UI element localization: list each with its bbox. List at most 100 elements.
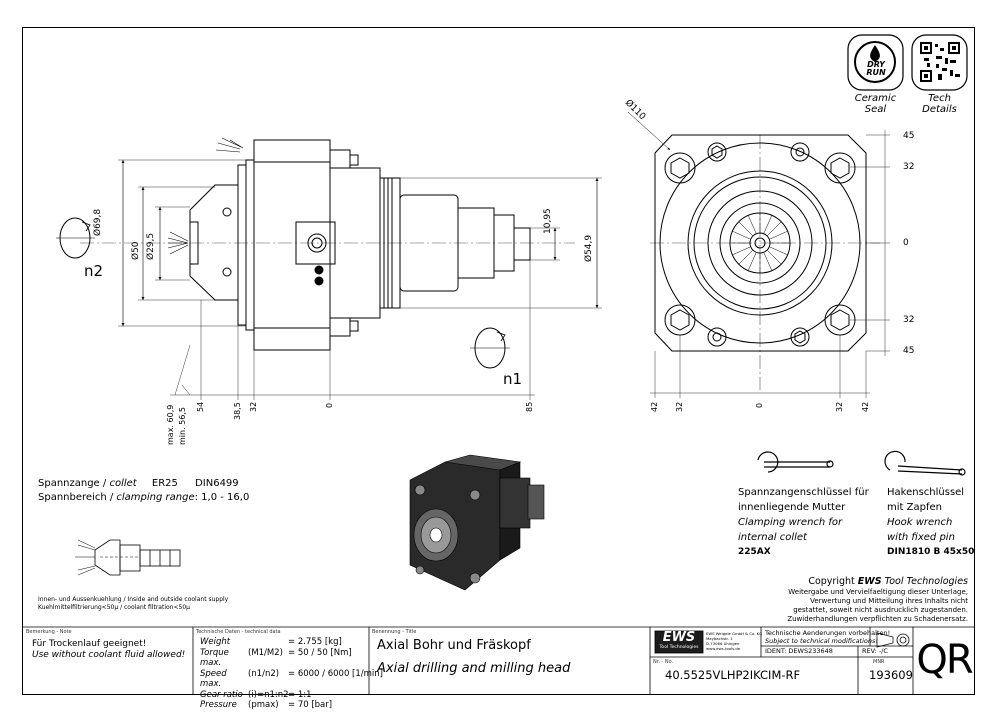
drawing-frame xyxy=(22,27,975,695)
copyright-lines: Weitergabe und Vervielfaeltigung dieser … xyxy=(760,588,968,624)
coolant-note-1: Innen- und Aussenkuehlung / Inside and o… xyxy=(38,596,229,603)
hook-wrench-icon xyxy=(884,450,966,476)
dim-right-45-bottom: 45 xyxy=(903,346,915,356)
change-note: Technische Aenderungen vorbehalten! Subj… xyxy=(765,629,890,645)
dim-bottom-385: 38,5 xyxy=(233,402,242,420)
tech-row-speed: Speed max.(n1/n2)= 6000 / 6000 [1/min] xyxy=(200,668,383,690)
qr-mark: QR xyxy=(916,637,973,683)
tech-row-weight: Weight= 2.755 [kg] xyxy=(200,637,342,647)
tech-data-table: Weight= 2.755 [kg] Torque max.(M1/M2)= 5… xyxy=(200,637,383,711)
dim-bottom-min: min. 56,5 xyxy=(178,407,187,445)
ews-logo-text: EWS xyxy=(662,630,696,645)
copyright-line-1: Weitergabe und Vervielfaeltigung dieser … xyxy=(788,588,968,596)
copyright-rest: Tool Technologies xyxy=(881,576,968,587)
ident-row: IDENT: DEWS233648 xyxy=(765,647,833,655)
dim-d50: Ø50 xyxy=(131,241,141,260)
tech-details-label-2: Details xyxy=(922,104,957,115)
iso-view xyxy=(409,454,545,591)
dim-d698: Ø69,8 xyxy=(93,208,103,236)
ceramic-seal-label-2: Seal xyxy=(864,104,887,115)
tech-data-label: Technische Daten - technical data xyxy=(196,629,281,635)
remark-de: Für Trockenlauf geeignet! xyxy=(32,639,147,649)
collet-line: Spannzange / collet ER25 DIN6499 xyxy=(38,477,249,491)
tech-details-label: Tech Details xyxy=(912,93,967,115)
dim-front-bottom-0: 0 xyxy=(755,402,764,408)
company-address: EWS Weigele GmbH & Co. KG Maybachstr. 1 … xyxy=(706,631,762,651)
collet-slots xyxy=(730,213,790,273)
dim-bottom-0: 0 xyxy=(325,402,334,408)
collet-info: Spannzange / collet ER25 DIN6499 Spannbe… xyxy=(38,477,249,505)
dim-bottom-54: 54 xyxy=(196,401,205,412)
copyright-block: Copyright EWS Tool Technologies Weiterga… xyxy=(760,576,968,624)
company-line-4: www.ews-tools.de xyxy=(706,646,741,651)
front-view xyxy=(627,111,890,398)
wrench1-de2: innenliegende Mutter xyxy=(738,502,846,513)
wrench2-de2: mit Zapfen xyxy=(887,502,942,513)
wrench1-en1: Clamping wrench for xyxy=(738,517,843,528)
collet-value: ER25 xyxy=(151,478,178,489)
wrench1-code: 225AX xyxy=(738,547,771,557)
dim-1095: 10,95 xyxy=(543,208,553,234)
collet-label-en: collet xyxy=(109,478,137,489)
dim-right-32-bottom: 32 xyxy=(903,315,915,325)
collet-label-de: Spannzange / xyxy=(38,478,107,489)
copyright-brand: EWS xyxy=(857,576,882,587)
dim-right-32-top: 32 xyxy=(903,162,915,172)
clamping-range-label-en: clamping range xyxy=(116,492,195,503)
ceramic-seal-label-1: Ceramic xyxy=(854,93,897,104)
clamping-wrench-icon xyxy=(757,451,834,473)
copyright-line-4: Zuwiderhandlungen verpflichten zu Schade… xyxy=(787,615,968,623)
dim-bottom-32: 32 xyxy=(249,401,258,412)
wrench2-en1: Hook wrench xyxy=(887,517,953,528)
dim-front-bottom-42-right: 42 xyxy=(861,401,870,412)
dry-run-icon xyxy=(847,34,904,91)
clamping-range-line: Spannbereich / clamping range: 1,0 - 16,… xyxy=(38,491,249,505)
clamping-range-label-de: Spannbereich / xyxy=(38,492,114,503)
dim-front-bottom-42-left: 42 xyxy=(650,401,659,412)
tech-details-label-1: Tech xyxy=(928,93,951,104)
dry-run-text-1: DRY xyxy=(867,60,885,69)
dry-run-text-2: RUN xyxy=(866,68,886,77)
dim-front-bottom-32-right: 32 xyxy=(835,401,844,412)
tech-row-gear: Gear ratio(i)=n1:n2= 1:1 xyxy=(200,689,312,700)
copyright-line-3: gestattet, soweit nicht ausdrucklich zug… xyxy=(793,606,968,614)
company-line-2: Maybachstr. 1 xyxy=(706,636,733,641)
ews-logo-sub: Tool Technologies xyxy=(659,645,699,650)
wrench1-de1: Spannzangenschlüssel für xyxy=(738,487,869,498)
copyright-title: Copyright EWS Tool Technologies xyxy=(760,576,968,588)
dim-right-0: 0 xyxy=(903,238,909,248)
rotation-label-n1: n1 xyxy=(503,370,523,388)
side-view xyxy=(56,137,602,400)
tech-details-badge[interactable] xyxy=(912,35,967,90)
dim-bottom-85: 85 xyxy=(525,401,534,412)
clamping-range-value: : 1,0 - 16,0 xyxy=(194,492,250,503)
mnr-value: 193609 xyxy=(869,668,913,682)
rev-value: -/C xyxy=(878,647,888,655)
dim-d295: Ø29,5 xyxy=(146,232,156,260)
rotation-label-n2: n2 xyxy=(84,262,104,280)
wrench1-en2: internal collet xyxy=(738,532,807,543)
coolant-sketch xyxy=(75,539,181,576)
clamping-wrench-info: Spannzangenschlüssel für innenliegende M… xyxy=(738,485,869,560)
wrench2-code: DIN1810 B 45x50 xyxy=(887,547,975,557)
title-en: Axial drilling and milling head xyxy=(377,661,571,676)
ident-label: IDENT: xyxy=(765,647,787,655)
company-line-3: D-73066 Uhingen xyxy=(706,641,740,646)
nr-label: Nr. - No. xyxy=(653,659,674,665)
dim-front-bottom-32-left: 32 xyxy=(675,401,684,412)
ews-logo: EWS Tool Technologies xyxy=(655,630,703,652)
copyright-line-2: Verwertung und Mitteilung ihres Inhalts … xyxy=(810,597,968,605)
qr-code-icon xyxy=(911,34,968,91)
wrench2-en2: with fixed pin xyxy=(887,532,955,543)
ident-value: DEWS233648 xyxy=(788,647,833,655)
collet-standard: DIN6499 xyxy=(195,478,239,489)
title-block-grid xyxy=(22,626,975,695)
rev-label: REV: xyxy=(862,647,877,655)
part-number: 40.5525VLHP2IKCIM-RF xyxy=(665,668,801,682)
tech-row-torque: Torque max.(M1/M2)= 50 / 50 [Nm] xyxy=(200,647,352,669)
change-note-en: Subject to technical modifications! xyxy=(765,637,878,645)
title-label: Benennung - Title xyxy=(372,629,417,635)
hook-wrench-info: Hakenschlüssel mit Zapfen Hook wrench wi… xyxy=(887,485,974,560)
coolant-note-2: Kuehlmittelfiltrierung<50µ / coolant fil… xyxy=(38,604,190,611)
